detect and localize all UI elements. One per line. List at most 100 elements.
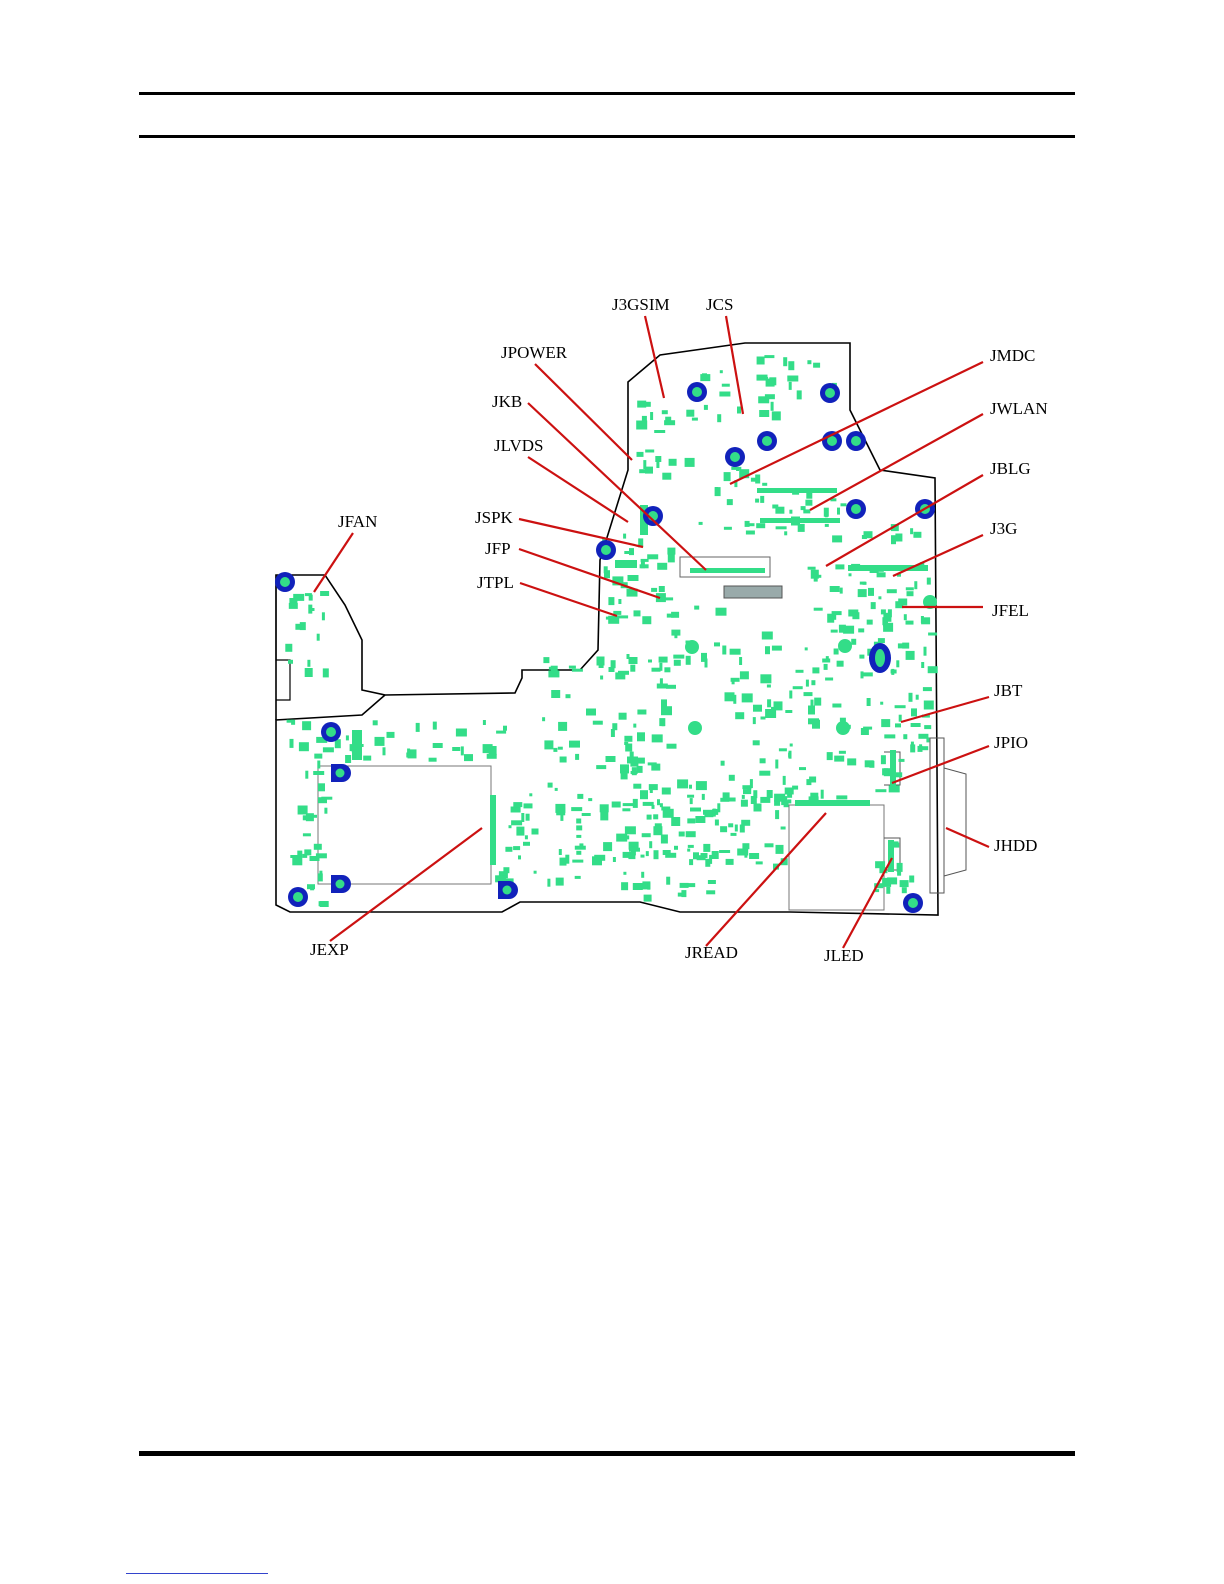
component-9-47 bbox=[575, 754, 579, 760]
component-18-11 bbox=[750, 779, 753, 788]
component-0-1 bbox=[654, 430, 665, 433]
component-10-38 bbox=[924, 725, 931, 729]
component-8-6 bbox=[767, 685, 771, 688]
component-9-53 bbox=[627, 654, 630, 659]
label-jpower: JPOWER bbox=[501, 343, 568, 362]
component-15-30 bbox=[677, 779, 688, 788]
component-14-2 bbox=[524, 803, 533, 808]
component-18-7 bbox=[806, 779, 811, 785]
component-14-15 bbox=[556, 878, 564, 886]
connector-strip-2 bbox=[888, 840, 894, 872]
component-1-21 bbox=[788, 361, 794, 370]
component-1-0 bbox=[717, 414, 721, 422]
leader-line-j3gsim bbox=[645, 316, 664, 398]
component-19-6 bbox=[641, 872, 644, 878]
component-10-4 bbox=[832, 704, 841, 708]
component-6-38 bbox=[877, 572, 886, 577]
component-6-37 bbox=[914, 581, 917, 589]
component-6-5 bbox=[878, 596, 881, 599]
component-15-11 bbox=[671, 817, 680, 826]
component-11-13 bbox=[295, 624, 301, 630]
component-11-14 bbox=[308, 605, 312, 614]
leader-lines bbox=[314, 316, 989, 948]
component-8-25 bbox=[822, 659, 830, 663]
component-14-28 bbox=[521, 813, 524, 822]
component-17-15 bbox=[726, 859, 734, 865]
component-9-22 bbox=[657, 684, 668, 689]
component-17-21 bbox=[756, 861, 763, 864]
component-0-6 bbox=[665, 417, 671, 421]
component-16-35 bbox=[703, 810, 713, 815]
component-5-0 bbox=[724, 527, 732, 530]
component-9-16 bbox=[660, 678, 663, 684]
component-9-12 bbox=[596, 765, 606, 769]
label-jmdc: JMDC bbox=[990, 346, 1035, 365]
component-13-25 bbox=[375, 737, 385, 746]
component-19-9 bbox=[706, 890, 715, 894]
mounting-hole-pad-0 bbox=[692, 387, 702, 397]
component-6-4 bbox=[830, 586, 840, 592]
component-16-17 bbox=[625, 826, 636, 834]
component-3-1 bbox=[837, 508, 840, 515]
component-17-25 bbox=[705, 859, 710, 867]
component-8-11 bbox=[762, 632, 773, 640]
component-11-6 bbox=[307, 660, 310, 667]
component-9-2 bbox=[659, 657, 668, 663]
component-9-43 bbox=[624, 742, 628, 745]
component-1-2 bbox=[764, 355, 774, 358]
component-9-0 bbox=[572, 669, 583, 672]
component-3-8 bbox=[755, 499, 759, 503]
component-14-9 bbox=[534, 871, 537, 874]
component-9-25 bbox=[648, 660, 652, 663]
label-j3gsim: J3GSIM bbox=[612, 295, 670, 314]
component-14-18 bbox=[576, 825, 582, 830]
component-8-28 bbox=[808, 718, 819, 724]
lvds-outline bbox=[680, 557, 770, 577]
component-14-29 bbox=[547, 879, 550, 887]
component-17-12 bbox=[781, 827, 786, 830]
component-6-14 bbox=[858, 589, 867, 597]
leader-line-jfan bbox=[314, 533, 353, 592]
component-5-14 bbox=[776, 526, 787, 529]
round-pad-2 bbox=[688, 721, 702, 735]
component-9-44 bbox=[542, 717, 545, 721]
component-12-23 bbox=[297, 851, 302, 857]
component-2-10 bbox=[724, 472, 731, 481]
component-10-41 bbox=[878, 638, 885, 643]
component-9-14 bbox=[569, 666, 576, 669]
component-14-37 bbox=[523, 842, 530, 846]
label-jtpl: JTPL bbox=[477, 573, 514, 592]
component-18-20 bbox=[785, 788, 794, 795]
component-9-49 bbox=[664, 667, 670, 672]
component-2-6 bbox=[751, 478, 756, 482]
component-12-33 bbox=[317, 761, 320, 769]
component-5-12 bbox=[864, 531, 873, 538]
component-1-14 bbox=[759, 410, 769, 417]
component-14-23 bbox=[555, 788, 558, 791]
component-7-1 bbox=[716, 608, 727, 616]
component-8-0 bbox=[793, 686, 803, 689]
component-18-19 bbox=[752, 798, 756, 802]
component-11-4 bbox=[306, 669, 309, 675]
component-9-50 bbox=[661, 706, 672, 715]
component-20-15 bbox=[875, 789, 886, 792]
component-16-3 bbox=[712, 851, 719, 859]
component-16-20 bbox=[702, 794, 705, 800]
component-8-39 bbox=[805, 647, 808, 650]
component-20-6 bbox=[863, 727, 872, 730]
component-16-37 bbox=[719, 850, 730, 853]
label-jexp: JEXP bbox=[310, 940, 349, 959]
component-18-14 bbox=[839, 751, 846, 754]
component-9-48 bbox=[553, 748, 557, 752]
component-14-16 bbox=[503, 867, 509, 873]
component-20-5 bbox=[911, 723, 921, 727]
component-14-31 bbox=[572, 860, 583, 863]
component-17-20 bbox=[775, 810, 779, 819]
component-10-3 bbox=[928, 666, 938, 673]
component-13-3 bbox=[346, 735, 349, 740]
component-9-8 bbox=[551, 690, 560, 698]
component-20-21 bbox=[919, 744, 922, 748]
component-8-26 bbox=[774, 701, 783, 710]
leader-line-jpower bbox=[535, 364, 632, 460]
component-10-23 bbox=[867, 698, 871, 706]
